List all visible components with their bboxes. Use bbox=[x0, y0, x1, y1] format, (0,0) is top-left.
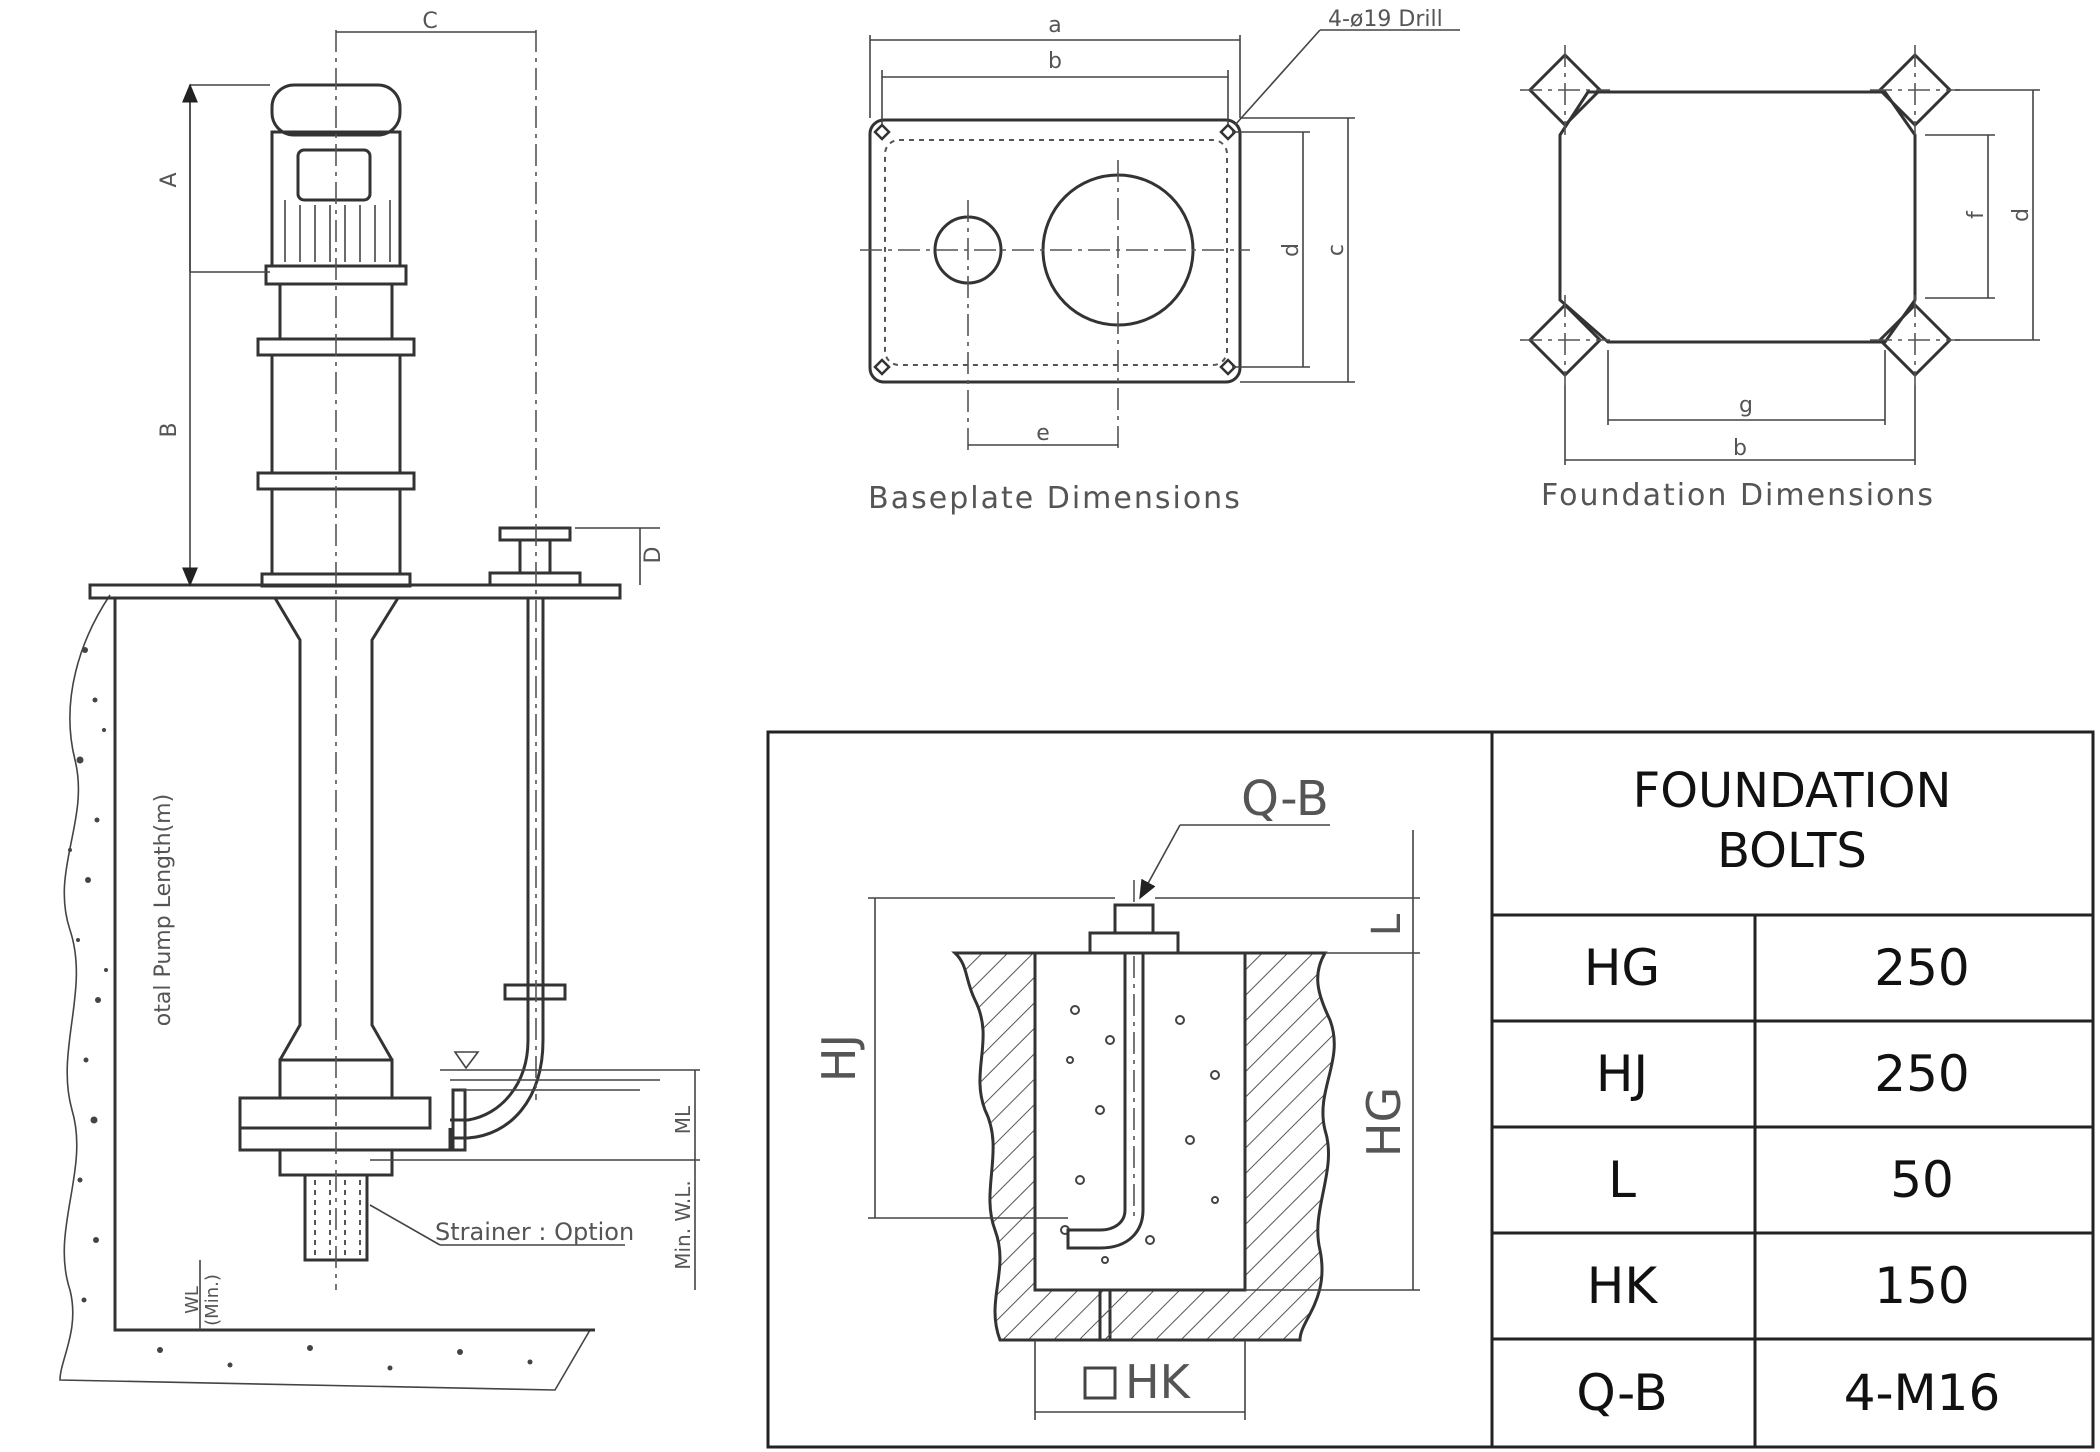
ground-left-hatch bbox=[951, 951, 1112, 1342]
table-row-key: L bbox=[1608, 1151, 1636, 1209]
baseplate-dim-b: b bbox=[1048, 49, 1062, 74]
terminal-box bbox=[296, 148, 372, 202]
baseplate-dim-e: e bbox=[1036, 421, 1050, 446]
water-level-marker bbox=[453, 1051, 480, 1070]
dimension-lines bbox=[182, 31, 700, 1330]
drill-label: 4-ø19 Drill bbox=[1328, 7, 1443, 32]
foundation-dim-f: f bbox=[1964, 210, 1989, 219]
bolt-dimension-lines bbox=[868, 824, 1420, 1420]
dim-label-C: C bbox=[422, 9, 437, 34]
discharge-flange-lower bbox=[488, 571, 582, 587]
concrete-dots bbox=[1060, 1005, 1220, 1264]
table-row-key: Q-B bbox=[1576, 1364, 1667, 1422]
discharge-pipe-neck bbox=[518, 538, 552, 575]
table-title-line-2: BOLTS bbox=[1717, 823, 1867, 879]
baseplate-dim-d: d bbox=[1279, 243, 1304, 257]
foundation-title: Foundation Dimensions bbox=[1541, 478, 1935, 513]
strainer-label: Strainer : Option bbox=[435, 1218, 634, 1246]
foundation-outline bbox=[1558, 90, 1917, 344]
foundation-pocket-centerlines bbox=[1520, 45, 1960, 385]
l-label: L bbox=[1364, 913, 1410, 936]
foundation-bolts-table: FOUNDATION BOLTS HG 250 HJ 250 L 50 HK 1… bbox=[1490, 732, 2093, 1447]
table-row-key: HG bbox=[1584, 939, 1660, 997]
anchor-bolt bbox=[1066, 912, 1145, 1250]
foundation-dimension-lines bbox=[1564, 89, 2040, 465]
dim-label-A: A bbox=[157, 172, 182, 187]
ml-label: ML bbox=[671, 1105, 695, 1134]
table-row-value: 150 bbox=[1874, 1257, 1969, 1315]
drill-holes bbox=[873, 123, 1237, 376]
foundation-view: d f g b Foundation Dimensions bbox=[1520, 45, 2040, 513]
concrete-speckle bbox=[68, 647, 533, 1371]
table-row-key: HJ bbox=[1596, 1045, 1648, 1103]
foundation-dim-b: b bbox=[1733, 436, 1747, 461]
dim-label-B: B bbox=[157, 422, 182, 437]
baseplate-title: Baseplate Dimensions bbox=[868, 481, 1242, 516]
bolt-section-frame bbox=[766, 730, 2095, 1449]
hk-square-symbol bbox=[1083, 1366, 1117, 1400]
baseplate-dim-a: a bbox=[1048, 13, 1061, 38]
baseplate-outline bbox=[868, 118, 1242, 384]
support-gusset bbox=[273, 597, 400, 1061]
bolt-detail-view: Q-B HJ HG L HK bbox=[812, 771, 1420, 1420]
qb-label: Q-B bbox=[1241, 771, 1329, 827]
bolt-washer bbox=[1088, 931, 1180, 955]
min-wl-label: Min. W.L. bbox=[671, 1180, 695, 1270]
table-row-value: 250 bbox=[1874, 939, 1969, 997]
elbow-flange bbox=[451, 1088, 467, 1152]
bolt-nut bbox=[1113, 903, 1155, 935]
foundation-dim-g: g bbox=[1739, 393, 1753, 418]
strainer-mesh bbox=[314, 1180, 361, 1255]
baseplate-dim-c: c bbox=[1324, 244, 1349, 256]
hg-label: HG bbox=[1357, 1087, 1411, 1157]
discharge-pipe bbox=[450, 598, 545, 1140]
baseplate-view: a b c d e 4-ø19 Drill Baseplate Dimensio… bbox=[860, 7, 1460, 516]
dim-label-D: D bbox=[641, 547, 666, 564]
table-title-line-1: FOUNDATION bbox=[1633, 763, 1952, 819]
wl-label: WL bbox=[182, 1286, 203, 1314]
table-row-value: 50 bbox=[1890, 1151, 1954, 1209]
table-row-key: HK bbox=[1587, 1257, 1659, 1315]
hk-label: HK bbox=[1125, 1355, 1192, 1409]
discharge-flange-top bbox=[498, 526, 572, 542]
table-row-value: 4-M16 bbox=[1844, 1364, 2001, 1422]
total-length-label: otal Pump Length(m) bbox=[151, 794, 176, 1026]
pump-elevation-view: C A B D otal Pump Length(m) ML Min. W.L.… bbox=[59, 9, 700, 1391]
volute bbox=[238, 1096, 432, 1130]
pipe-flange bbox=[503, 983, 567, 1001]
hj-label: HJ bbox=[812, 1034, 866, 1082]
motor-fins bbox=[284, 200, 391, 262]
table-row-value: 250 bbox=[1874, 1045, 1969, 1103]
baseplate-inner bbox=[884, 139, 1228, 366]
volute-outlet bbox=[238, 1128, 452, 1152]
pit-left-wall bbox=[59, 594, 591, 1391]
baseplate-dimension-lines bbox=[869, 29, 1460, 446]
pit-inner-wall bbox=[113, 598, 595, 1332]
ground-right-hatch bbox=[1098, 951, 1336, 1342]
foundation-dim-d: d bbox=[2009, 208, 2034, 222]
wl-min-label: (Min.) bbox=[202, 1274, 223, 1326]
